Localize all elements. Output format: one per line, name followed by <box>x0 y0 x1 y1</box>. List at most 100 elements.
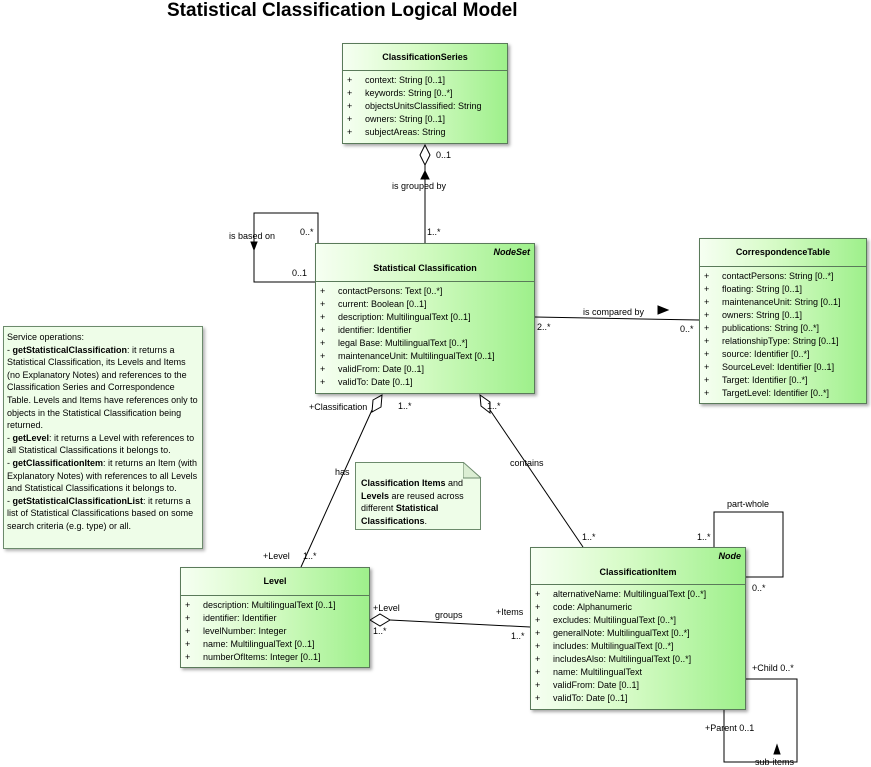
visibility-marker: + <box>704 284 710 294</box>
aggregation-diamond <box>369 613 391 627</box>
class-attribute: +contactPersons: String [0..*] <box>704 270 866 283</box>
class-attribute: +alternativeName: MultilingualText [0..*… <box>535 588 745 601</box>
visibility-marker: + <box>704 336 710 346</box>
part-whole-mult-b: 0..* <box>752 583 766 593</box>
operation-name: getStatisticalClassificationList <box>12 495 144 506</box>
groups-items-role: +Items <box>496 607 524 617</box>
classification-series-class[interactable]: ClassificationSeries +context: String [0… <box>342 43 508 144</box>
class-attribute: +description: MultilingualText [0..1] <box>320 311 534 324</box>
class-attribute: +maintenanceUnit: MultilingualText [0..1… <box>320 350 534 363</box>
attribute-text: name: MultilingualText [0..1] <box>203 639 315 649</box>
visibility-marker: + <box>320 364 326 374</box>
class-attribute: +keywords: String [0..*] <box>347 87 507 100</box>
operation-name: getClassificationItem <box>12 457 104 468</box>
statistical-classification-class[interactable]: NodeSet Statistical Classification +cont… <box>315 243 535 394</box>
compared-by-label: is compared by <box>583 307 645 317</box>
based-on-mult-a: 0..* <box>300 227 314 237</box>
attribute-text: description: MultilingualText [0..1] <box>338 312 471 322</box>
visibility-marker: + <box>185 613 191 623</box>
service-operation: - getStatisticalClassificationList: it r… <box>7 495 194 531</box>
diagram-title: Statistical Classification Logical Model <box>167 0 518 21</box>
visibility-marker: + <box>535 628 541 638</box>
attribute-text: owners: String [0..1] <box>722 310 803 320</box>
attribute-text: relationshipType: String [0..1] <box>722 336 839 346</box>
attribute-list: +contactPersons: String [0..*]+floating:… <box>700 267 866 400</box>
correspondence-table-class[interactable]: CorrespondenceTable +contactPersons: Str… <box>699 238 867 404</box>
attribute-text: validFrom: Date [0..1] <box>338 364 425 374</box>
class-attribute: +maintenanceUnit: String [0..1] <box>704 296 866 309</box>
class-attribute: +source: Identifier [0..*] <box>704 348 866 361</box>
direction-arrow <box>250 241 258 252</box>
sub-items-loop <box>723 678 798 763</box>
groups-label: groups <box>435 610 463 620</box>
part-whole-loop <box>713 511 784 578</box>
service-operation: - getClassificationItem: it returns an I… <box>7 457 198 494</box>
note-text: and <box>445 478 464 488</box>
direction-arrow <box>657 305 670 315</box>
has-level-role: +Level <box>263 551 290 561</box>
attribute-text: levelNumber: Integer <box>203 626 287 636</box>
based-on-mult-b: 0..1 <box>292 268 308 278</box>
attribute-text: subjectAreas: String <box>365 127 446 137</box>
sub-items-child-role: +Child 0..* <box>752 663 794 673</box>
groups-line <box>389 619 531 628</box>
level-class[interactable]: Level +description: MultilingualText [0.… <box>180 567 370 668</box>
groups-items-mult: 1..* <box>511 631 525 641</box>
class-attribute: +description: MultilingualText [0..1] <box>185 599 369 612</box>
attribute-text: owners: String [0..1] <box>365 114 446 124</box>
class-attribute: +objectsUnitsClassified: String <box>347 100 507 113</box>
attribute-text: publications: String [0..*] <box>722 323 820 333</box>
attribute-text: excludes: MultilingualText [0..*] <box>553 615 677 625</box>
attribute-text: source: Identifier [0..*] <box>722 349 810 359</box>
visibility-marker: + <box>347 127 353 137</box>
class-name: Level <box>263 576 287 586</box>
note-bold: Levels <box>361 490 390 501</box>
class-attribute: +SourceLevel: Identifier [0..1] <box>704 361 866 374</box>
class-attribute: +Target: Identifier [0..*] <box>704 374 866 387</box>
visibility-marker: + <box>320 338 326 348</box>
has-classification-role: +Classification <box>309 402 368 412</box>
class-attribute: +levelNumber: Integer <box>185 625 369 638</box>
attribute-text: objectsUnitsClassified: String <box>365 101 482 111</box>
class-stereotype: NodeSet <box>493 247 530 257</box>
aggregation-diamond <box>479 393 491 415</box>
visibility-marker: + <box>185 600 191 610</box>
class-name: ClassificationItem <box>599 567 677 577</box>
class-attribute: + validFrom: Date [0..1] <box>320 363 534 376</box>
compared-by-source-mult: 2..* <box>537 322 551 332</box>
visibility-marker: + <box>347 88 353 98</box>
class-attribute: +name: MultilingualText <box>535 666 745 679</box>
class-attribute: +identifier: Identifier <box>185 612 369 625</box>
attribute-text: validTo: Date [0..1] <box>553 693 628 703</box>
aggregation-diamond <box>419 143 431 167</box>
class-name: ClassificationSeries <box>382 52 468 62</box>
class-attribute: +numberOfItems: Integer [0..1] <box>185 651 369 664</box>
groups-level-mult: 1..* <box>373 626 387 636</box>
attribute-text: maintenanceUnit: String [0..1] <box>722 297 841 307</box>
visibility-marker: + <box>704 388 710 398</box>
class-attribute: +owners: String [0..1] <box>704 309 866 322</box>
operation-description: : it returns a list of Statistical Class… <box>7 495 194 531</box>
note-text: are reused across different <box>361 490 464 514</box>
reuse-note: Classification Items and Levels are reus… <box>355 462 481 530</box>
part-whole-label: part-whole <box>727 499 770 509</box>
class-attribute: +validFrom: Date [0..1] <box>535 679 745 692</box>
class-attribute: +legal Base: MultilingualText [0..*] <box>320 337 534 350</box>
attribute-list: +contactPersons: Text [0..*]+current: Bo… <box>316 282 534 389</box>
attribute-text: code: Alphanumeric <box>553 602 633 612</box>
visibility-marker: + <box>320 299 326 309</box>
grouped-by-source-mult: 0..1 <box>436 150 452 160</box>
attribute-list: +alternativeName: MultilingualText [0..*… <box>531 585 745 705</box>
service-operations-note: Service operations: - getStatisticalClas… <box>3 326 203 549</box>
classification-item-class[interactable]: Node ClassificationItem +alternativeName… <box>530 547 746 710</box>
attribute-text: SourceLevel: Identifier [0..1] <box>722 362 835 372</box>
attribute-list: +context: String [0..1]+keywords: String… <box>343 71 507 139</box>
attribute-text: floating: String [0..1] <box>722 284 803 294</box>
visibility-marker: + <box>704 271 710 281</box>
note-text: . <box>424 515 428 526</box>
service-operations-list: - getStatisticalClassification: it retur… <box>7 344 199 533</box>
visibility-marker: + <box>535 602 541 612</box>
compared-by-target-mult: 0..* <box>680 324 694 334</box>
visibility-marker: + <box>185 652 191 662</box>
